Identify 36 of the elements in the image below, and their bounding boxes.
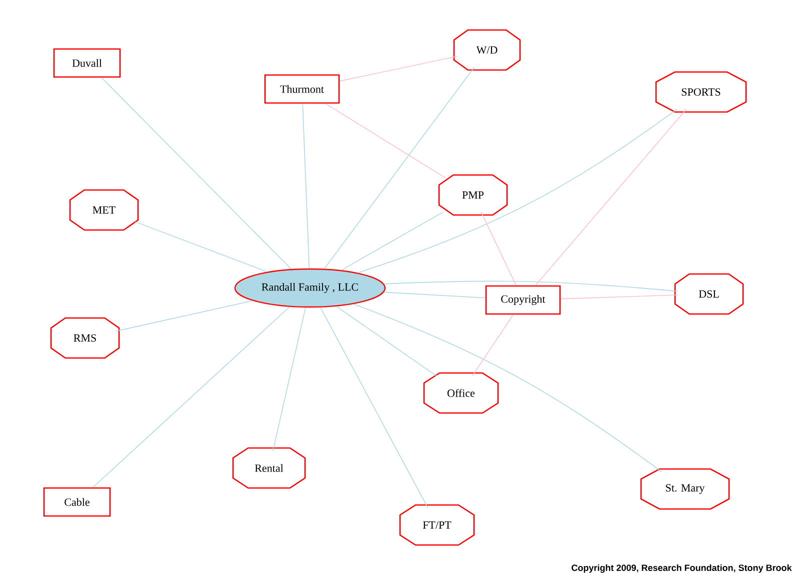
box-node: Cable bbox=[43, 487, 111, 517]
connector-line bbox=[560, 294, 678, 300]
connector-line bbox=[101, 77, 292, 270]
octagon-node: MET bbox=[69, 189, 139, 231]
box-node: Copyright bbox=[485, 285, 561, 315]
connector-line bbox=[480, 212, 516, 286]
connector-line bbox=[383, 292, 486, 298]
octagon-node: Office bbox=[423, 372, 499, 414]
box-node: Thurmont bbox=[264, 74, 340, 104]
connector-line bbox=[116, 300, 254, 332]
connector-line bbox=[272, 307, 306, 452]
octagon-node: FT/PT bbox=[399, 504, 475, 546]
connector-line bbox=[302, 103, 310, 269]
box-node: Duvall bbox=[53, 48, 121, 78]
octagon-node: PMP bbox=[438, 174, 508, 216]
connector-line bbox=[384, 280, 678, 292]
copyright-note: Copyright 2009, Research Foundation, Stony Brook bbox=[572, 564, 792, 573]
connector-line bbox=[340, 212, 444, 271]
octagon-node: RMS bbox=[50, 317, 120, 359]
octagon-node: DSL bbox=[674, 273, 744, 315]
connector-line bbox=[535, 108, 687, 286]
connector-line bbox=[320, 307, 428, 508]
connector-line bbox=[92, 306, 290, 488]
connector-line bbox=[472, 314, 514, 376]
ellipse-node: Randall Family , LLC bbox=[234, 268, 386, 308]
octagon-node: St. Mary bbox=[640, 468, 730, 510]
connector-line bbox=[324, 66, 475, 270]
connector-line bbox=[353, 304, 662, 472]
octagon-node: SPORTS bbox=[655, 71, 747, 113]
connector-line bbox=[134, 221, 268, 272]
connector-line bbox=[339, 56, 458, 82]
connector-line bbox=[336, 306, 437, 376]
octagon-node: Rental bbox=[232, 447, 306, 489]
octagon-node: W/D bbox=[453, 29, 521, 71]
connector-line bbox=[357, 108, 678, 274]
connector-line bbox=[325, 103, 446, 178]
